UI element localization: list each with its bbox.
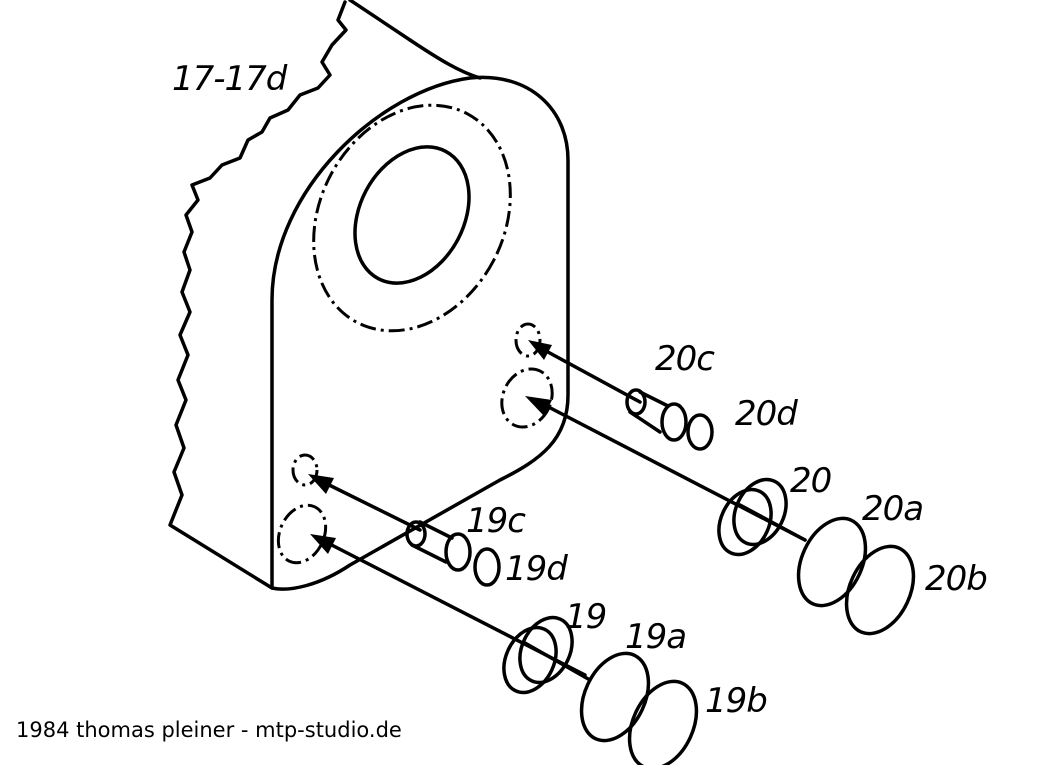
part-20-bushing — [717, 477, 916, 636]
label-20c: 20c — [655, 339, 715, 379]
label-17-17d: 17-17d — [172, 59, 288, 99]
bore-dashdot-circle — [312, 103, 512, 333]
label-19a: 19a — [625, 617, 686, 657]
part-19c-pin — [405, 520, 501, 587]
label-19d: 19d — [505, 549, 568, 589]
label-19: 19 — [565, 597, 606, 637]
label-19b: 19b — [705, 681, 767, 721]
plate-back-outline — [408, 38, 482, 80]
part-20c-pin — [625, 388, 714, 451]
label-20: 20 — [790, 461, 831, 501]
credit-text: 1984 thomas pleiner - mtp-studio.de — [16, 718, 402, 742]
hole-19 — [276, 503, 328, 565]
hole-20c — [514, 322, 542, 358]
part-19-bushing — [502, 615, 699, 765]
housing-broken-edge — [168, 0, 348, 590]
plate-front-face — [270, 75, 570, 591]
arrows — [308, 340, 807, 677]
bore-hole — [353, 145, 471, 285]
label-20a: 20a — [862, 489, 923, 529]
hole-19c — [291, 453, 319, 487]
label-20b: 20b — [925, 559, 987, 599]
label-19c: 19c — [466, 501, 526, 541]
housing-top-edge — [348, 0, 412, 42]
label-20d: 20d — [735, 394, 798, 434]
